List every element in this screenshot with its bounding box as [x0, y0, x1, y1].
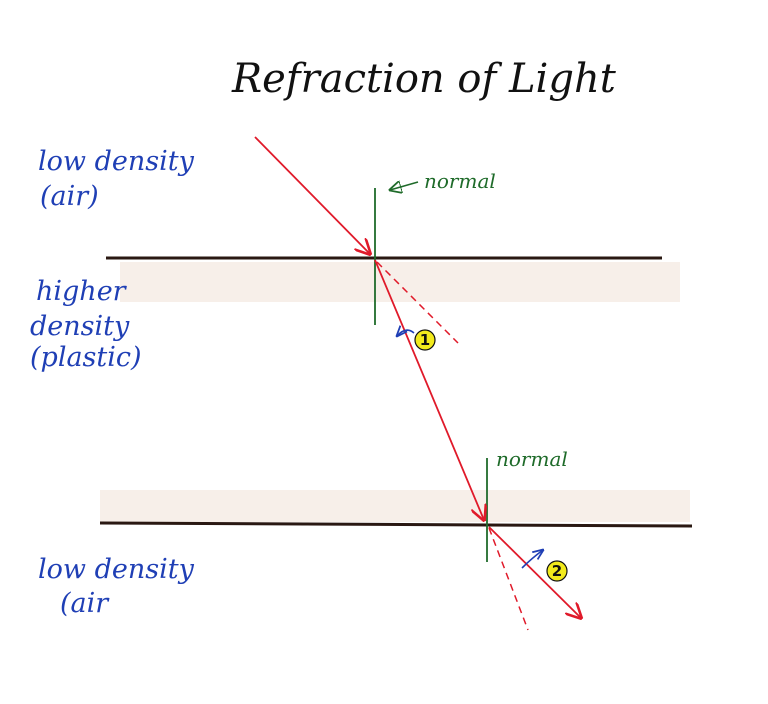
- region-label-air-bottom: (air: [60, 588, 110, 619]
- lower-interface-shade: [100, 490, 690, 522]
- region-label-low-density-top: low density: [38, 146, 195, 177]
- marker-2: 2: [546, 560, 568, 582]
- svg-text:2: 2: [552, 562, 562, 580]
- region-label-air-top: (air): [40, 181, 99, 212]
- lower-normal-label: normal: [496, 447, 568, 471]
- upper-normal-label: normal: [424, 169, 496, 193]
- angle-arrow-1: [397, 330, 415, 336]
- region-label-plastic: (plastic): [30, 342, 142, 373]
- marker-1: 1: [414, 329, 436, 351]
- angle-arrow-2: [521, 550, 543, 569]
- region-label-low-density-bottom: low density: [38, 554, 195, 585]
- refracted-ray-in-plastic: [374, 259, 484, 520]
- svg-text:1: 1: [420, 331, 430, 349]
- upper-interface-shade: [120, 262, 680, 302]
- page-title: Refraction of Light: [231, 56, 617, 102]
- upper-normal-pointer: [390, 182, 419, 190]
- emergent-ray: [488, 526, 581, 618]
- region-label-higher: higher: [36, 276, 128, 307]
- region-label-density: density: [30, 311, 130, 342]
- refracted-ray-extension-dashed: [488, 527, 529, 631]
- incident-ray: [254, 136, 370, 254]
- lower-interface-line: [99, 521, 693, 528]
